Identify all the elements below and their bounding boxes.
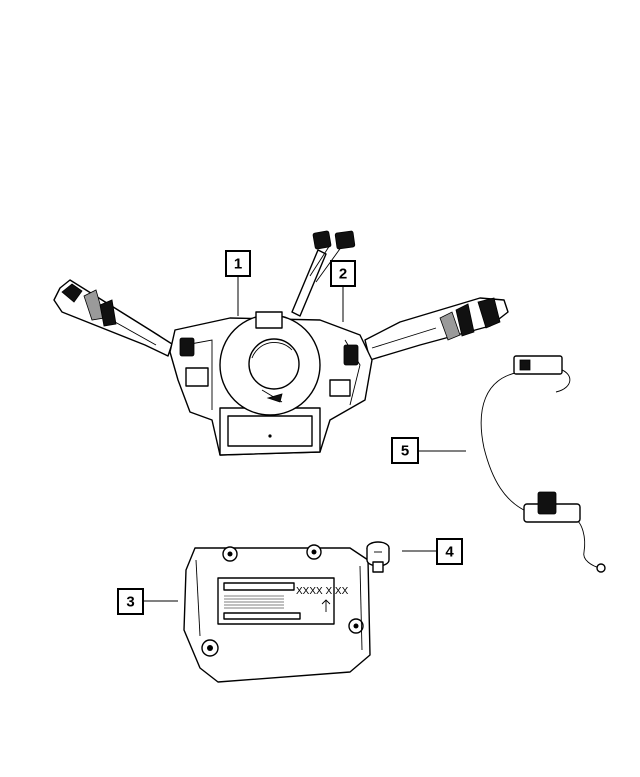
mounting-bolt <box>366 541 390 573</box>
module-label-plate: XXXX X XX <box>217 577 349 625</box>
svg-text:4: 4 <box>445 544 454 561</box>
callout-2: 2 <box>330 260 356 287</box>
clockspring-pigtail <box>291 230 356 317</box>
left-stalk <box>53 279 173 357</box>
callout-3: 3 <box>117 588 144 615</box>
svg-text:5: 5 <box>401 443 409 460</box>
clockspring <box>219 311 321 416</box>
multifunction-switch-assembly <box>53 230 509 456</box>
svg-text:1: 1 <box>234 256 242 273</box>
right-stalk <box>364 297 509 361</box>
restraint-control-module: XXXX X XX <box>183 544 371 683</box>
svg-text:2: 2 <box>339 266 347 283</box>
leader-lines <box>143 276 466 602</box>
callout-4: 4 <box>436 538 463 565</box>
module-part-code: XXXX X XX <box>296 586 349 597</box>
callout-1: 1 <box>225 250 251 277</box>
callout-5: 5 <box>391 437 419 464</box>
svg-text:3: 3 <box>126 594 134 611</box>
wiring-harness <box>480 355 606 573</box>
